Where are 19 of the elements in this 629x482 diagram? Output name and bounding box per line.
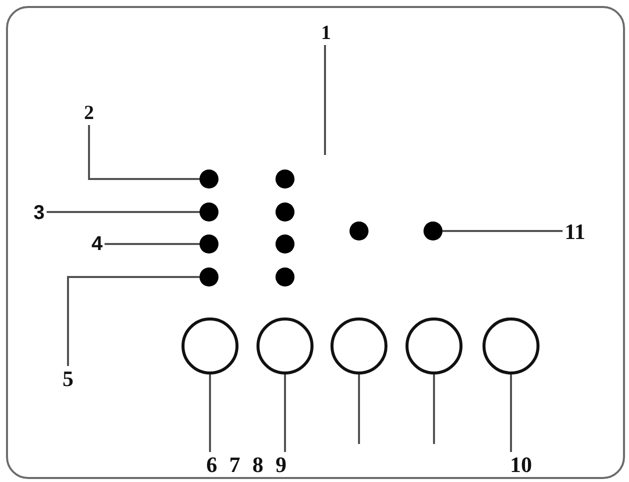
leader-line: [442, 230, 563, 232]
leader-line: [46, 211, 200, 213]
leader-line: [209, 374, 211, 452]
callout-number: 11: [564, 221, 586, 243]
leader-line: [88, 125, 200, 180]
callout-number: 10: [510, 454, 532, 476]
callout-number: 2: [84, 103, 94, 123]
leader-line: [433, 374, 435, 444]
callout-number: 6 7 8 9: [206, 454, 290, 476]
leader-line: [67, 276, 200, 366]
callout-number: 5: [62, 368, 74, 390]
callout-number: 3: [33, 203, 45, 223]
leader-line: [358, 374, 360, 444]
leader-line: [324, 45, 326, 155]
callout-number: 1: [321, 23, 331, 43]
leader-line: [284, 374, 286, 452]
callout-number: 4: [91, 234, 103, 254]
leader-line: [104, 243, 200, 245]
leader-line: [510, 374, 512, 452]
